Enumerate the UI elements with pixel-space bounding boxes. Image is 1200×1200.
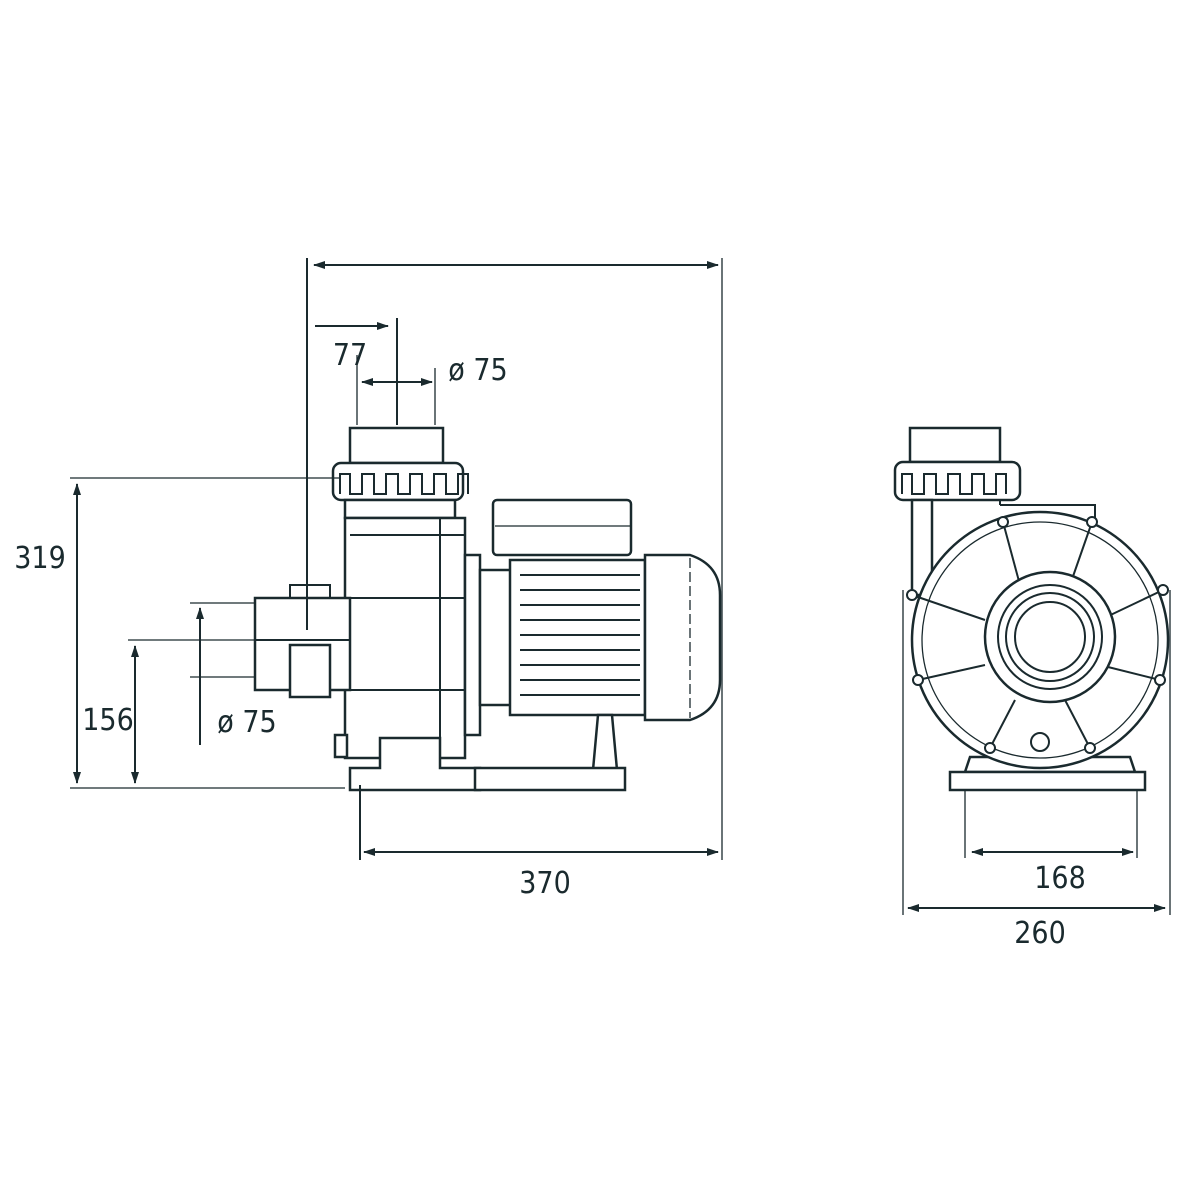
motor-body <box>508 558 647 717</box>
suction-port <box>983 570 1117 704</box>
outlet-ring <box>343 498 457 520</box>
inlet-height-label: 156 <box>82 703 134 738</box>
pump-housing <box>343 516 467 760</box>
outlet-diameter-label: ø 75 <box>448 353 507 388</box>
overall-width-label: 260 <box>1014 916 1066 951</box>
front-base <box>948 770 1147 792</box>
fan-cover <box>643 553 722 722</box>
inlet-union-nut <box>288 643 332 699</box>
volute-flange <box>463 553 482 737</box>
overall-length-label: 370 <box>519 866 571 901</box>
front-view: 168 260 <box>893 426 1171 951</box>
base-width-label: 168 <box>1034 861 1086 896</box>
outlet-offset-label: 77 <box>333 338 367 373</box>
casing-bolts <box>906 516 1169 754</box>
side-view: 370 77 ø 75 319 156 ø 75 <box>14 258 723 901</box>
front-outlet-pipe <box>908 426 1002 464</box>
front-union-nut <box>893 460 1022 502</box>
overall-height-label: 319 <box>14 541 66 576</box>
terminal-box <box>491 498 633 557</box>
inlet-diameter-label: ø 75 <box>217 705 276 740</box>
outlet-pipe <box>348 426 445 465</box>
cooling-fins <box>520 574 640 696</box>
